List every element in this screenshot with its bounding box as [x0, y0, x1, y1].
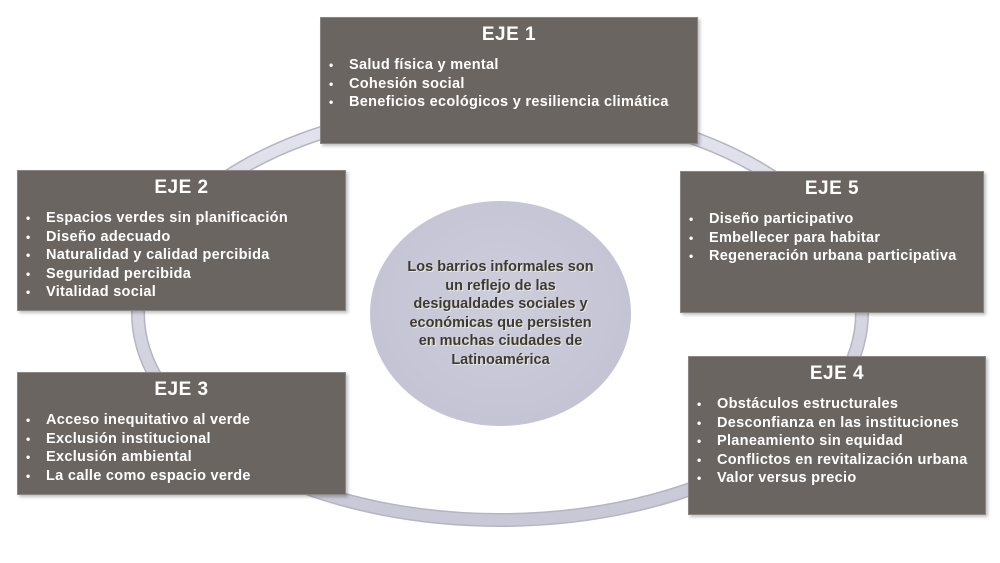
axis-item: Valor versus precio: [697, 469, 985, 488]
axis-item: Seguridad percibida: [26, 265, 345, 284]
axis-item: Cohesión social: [329, 75, 697, 94]
axis-item: Salud física y mental: [329, 56, 697, 75]
axis-box-eje-1: EJE 1 Salud física y mental Cohesión soc…: [320, 17, 698, 144]
axis-box-eje-4: EJE 4 Obstáculos estructurales Desconfia…: [688, 356, 986, 515]
axis-item: Diseño participativo: [689, 210, 983, 229]
axis-item: Desconfianza en las instituciones: [697, 414, 985, 433]
axis-item: La calle como espacio verde: [26, 467, 345, 486]
axis-item: Naturalidad y calidad percibida: [26, 246, 345, 265]
axis-item: Conflictos en revitalización urbana: [697, 451, 985, 470]
axis-item: Exclusión ambiental: [26, 448, 345, 467]
axis-title: EJE 1: [481, 24, 537, 45]
axis-box-eje-5: EJE 5 Diseño participativo Embellecer pa…: [680, 171, 984, 313]
central-statement: Los barrios informales son un reflejo de…: [407, 259, 594, 368]
axis-item: Exclusión institucional: [26, 430, 345, 449]
axis-item: Embellecer para habitar: [689, 229, 983, 248]
axis-item: Diseño adecuado: [26, 228, 345, 247]
axis-box-eje-3: EJE 3 Acceso inequitativo al verde Exclu…: [17, 372, 346, 495]
axis-box-eje-2: EJE 2 Espacios verdes sin planificación …: [17, 170, 346, 311]
axis-item: Beneficios ecológicos y resiliencia clim…: [329, 93, 697, 112]
axis-item: Regeneración urbana participativa: [689, 247, 983, 266]
axis-item: Obstáculos estructurales: [697, 395, 985, 414]
central-circle: Los barrios informales son un reflejo de…: [370, 201, 631, 426]
axis-title: EJE 2: [154, 177, 209, 198]
axis-item: Vitalidad social: [26, 283, 345, 302]
axis-item: Planeamiento sin equidad: [697, 432, 985, 451]
axis-title: EJE 4: [809, 363, 865, 384]
axis-item: Acceso inequitativo al verde: [26, 411, 345, 430]
axis-item: Espacios verdes sin planificación: [26, 209, 345, 228]
axis-title: EJE 5: [804, 178, 860, 199]
axis-title: EJE 3: [154, 379, 209, 400]
